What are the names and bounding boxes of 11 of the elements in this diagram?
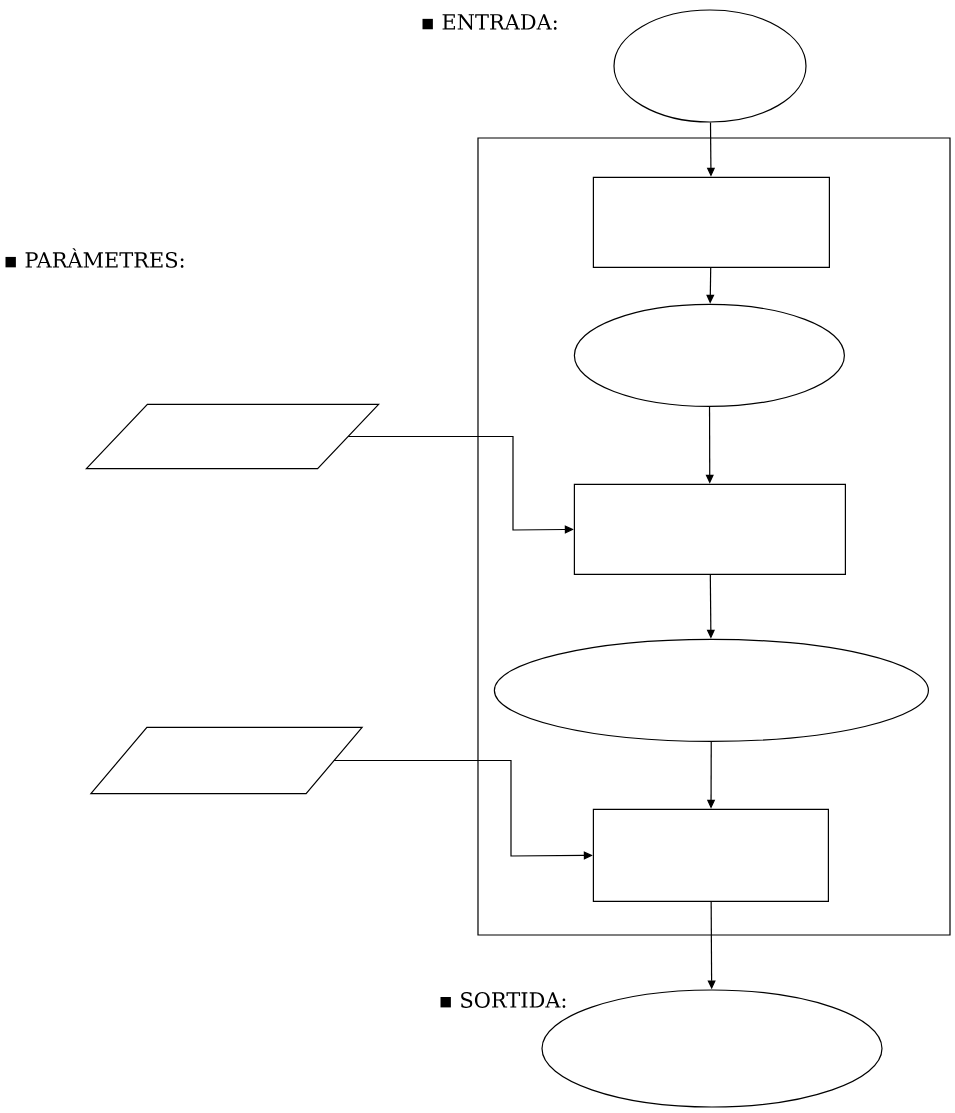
parallelogram — [85, 403, 380, 470]
section-label: ▪ ENTRADA: — [422, 14, 557, 30]
section-label: ▪ SORTIDA: — [440, 992, 566, 1008]
container-box — [477, 137, 951, 936]
ellipse — [613, 9, 807, 123]
process-box — [573, 483, 846, 575]
ellipse — [573, 303, 845, 407]
process-box — [592, 176, 830, 268]
ellipse — [493, 638, 929, 742]
section-label: ▪ PARÀMETRES: — [5, 248, 184, 268]
process-box — [592, 808, 829, 902]
